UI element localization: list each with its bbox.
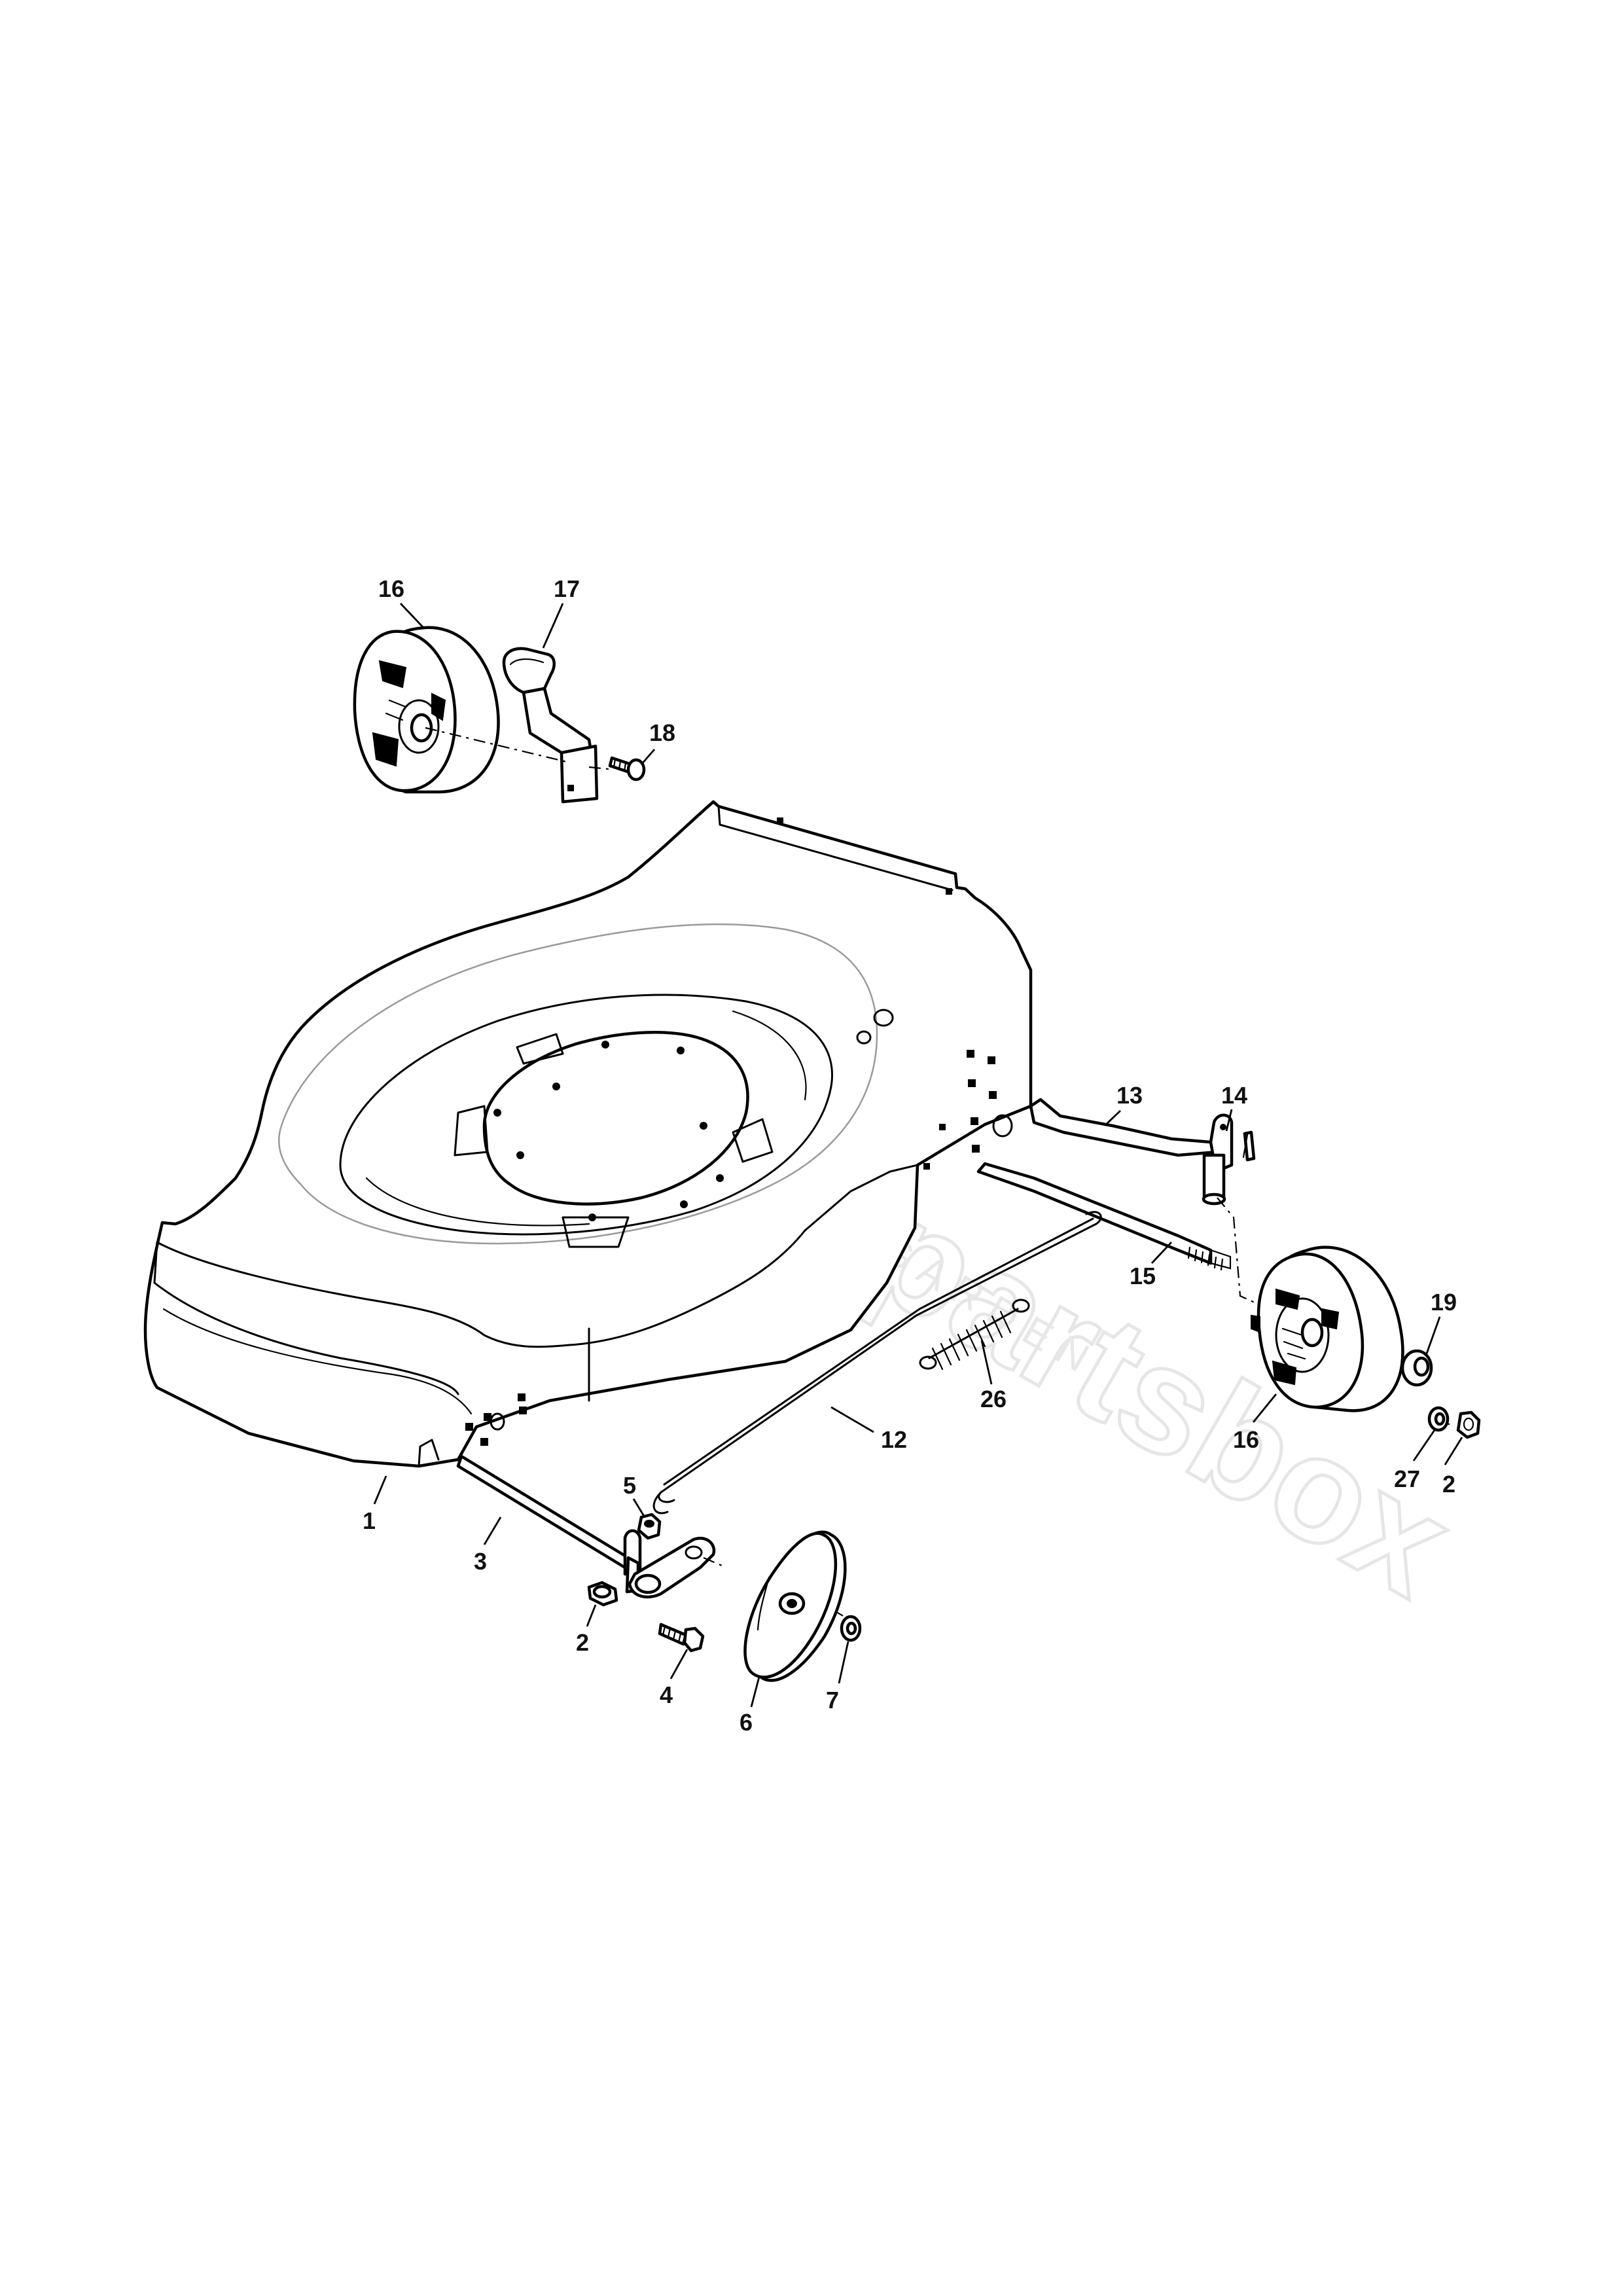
callout-27: 27 [1394,1465,1420,1492]
callout-4: 4 [660,1681,673,1708]
callout-2-right: 2 [1442,1471,1455,1498]
callout-14: 14 [1221,1082,1247,1109]
washer-front [840,1615,862,1642]
washer-small [1427,1406,1450,1432]
connecting-rod [652,1211,1102,1515]
rear-axle-rod [976,1162,1232,1271]
callout-17: 17 [554,575,580,602]
nut-right [1456,1410,1481,1439]
spring [919,1299,1030,1371]
callout-3: 3 [474,1548,487,1575]
callout-13: 13 [1116,1082,1143,1109]
nut-top [637,1513,662,1540]
rear-wheel-upper [353,626,500,794]
callout-2-left: 2 [576,1629,589,1656]
callout-18: 18 [649,719,675,746]
height-adjust-lever [502,647,599,804]
leader-lines [373,603,1463,1708]
callout-1: 1 [363,1507,376,1534]
callout-5: 5 [623,1472,636,1499]
callout-6: 6 [740,1709,753,1736]
callout-12: 12 [881,1426,907,1453]
callout-labels: 16 17 18 13 14 15 19 26 12 16 27 2 5 1 3… [363,575,1457,1736]
callout-16-lower: 16 [1233,1426,1259,1453]
wheel-bracket [628,1537,716,1599]
rear-wheel-lower [1251,1246,1404,1412]
screw [608,756,646,781]
mower-deck [143,800,1033,1468]
callout-15: 15 [1130,1263,1156,1289]
bolt [658,1623,705,1653]
callout-19: 19 [1431,1289,1457,1316]
nut-left [587,1581,618,1607]
callout-16-upper: 16 [378,575,404,602]
bearing [1400,1349,1433,1387]
front-wheel [743,1530,847,1682]
assembly-line-upper [425,726,609,770]
callout-26: 26 [980,1386,1007,1412]
callout-7: 7 [826,1687,839,1713]
pin [1242,1130,1256,1162]
